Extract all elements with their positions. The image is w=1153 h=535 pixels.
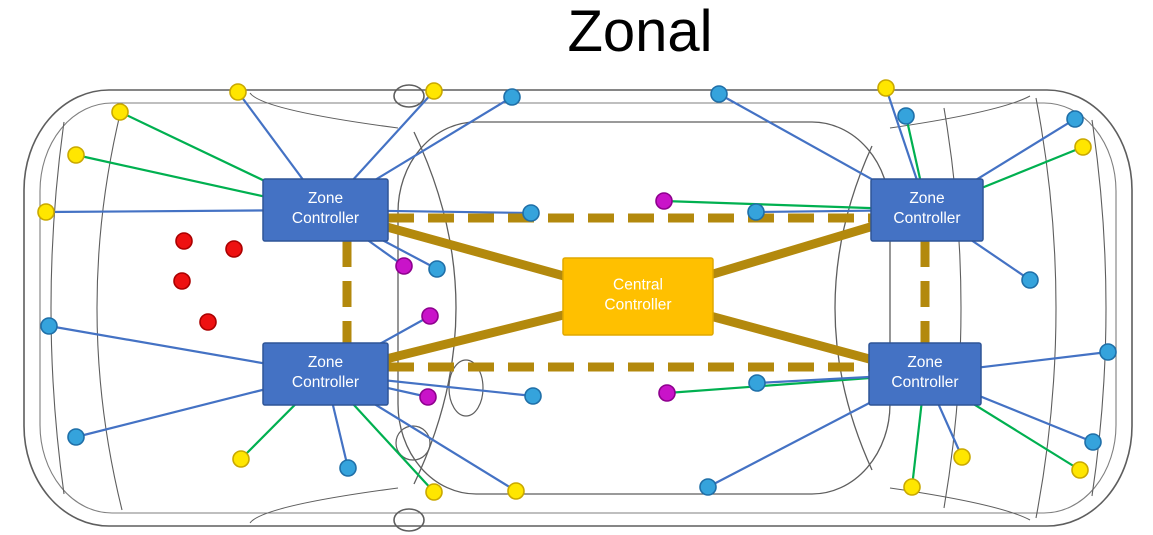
sensor-dot-yellow bbox=[953, 448, 971, 466]
sensor-dot-blue bbox=[1066, 110, 1084, 128]
zone-controller-box bbox=[868, 342, 982, 406]
left-mirror-icon bbox=[393, 84, 425, 108]
sensor-dot-yellow bbox=[229, 83, 247, 101]
figure-title: Zonal bbox=[567, 0, 713, 64]
sensor-dot-yellow bbox=[903, 478, 921, 496]
sensor-dot-red bbox=[173, 272, 191, 290]
zone-controller-box bbox=[262, 342, 389, 406]
sensor-dot-yellow bbox=[507, 482, 525, 500]
sensor-dot-red bbox=[175, 232, 193, 250]
sensor-dot-magenta bbox=[658, 384, 676, 402]
sensor-dot-magenta bbox=[655, 192, 673, 210]
sensor-dot-yellow bbox=[1071, 461, 1089, 479]
sensor-dot-blue bbox=[40, 317, 58, 335]
sensor-dot-red bbox=[225, 240, 243, 258]
sensor-dot-yellow bbox=[232, 450, 250, 468]
sensor-dot-blue bbox=[1099, 343, 1117, 361]
sensor-dot-blue bbox=[1084, 433, 1102, 451]
sensor-dot-blue bbox=[897, 107, 915, 125]
sensor-dot-blue bbox=[339, 459, 357, 477]
sensor-dot-blue bbox=[710, 85, 728, 103]
sensor-dot-yellow bbox=[425, 483, 443, 501]
sensor-dot-magenta bbox=[421, 307, 439, 325]
car-outline bbox=[23, 84, 1133, 532]
sensor-dot-blue bbox=[428, 260, 446, 278]
sensor-dot-yellow bbox=[67, 146, 85, 164]
steering-wheel-icon bbox=[395, 425, 431, 461]
sensor-dot-blue bbox=[747, 203, 765, 221]
sensor-dot-blue bbox=[1021, 271, 1039, 289]
zone-controller-box bbox=[870, 178, 984, 242]
sensor-dot-blue bbox=[524, 387, 542, 405]
backbone-ring-dashed bbox=[342, 213, 930, 372]
sensor-dot-magenta bbox=[395, 257, 413, 275]
sensor-dot-yellow bbox=[877, 79, 895, 97]
central-controller-box bbox=[562, 257, 714, 336]
sensor-dot-blue bbox=[699, 478, 717, 496]
sensor-dot-yellow bbox=[1074, 138, 1092, 156]
sensor-dot-blue bbox=[503, 88, 521, 106]
right-mirror-icon bbox=[393, 508, 425, 532]
sensor-dot-red bbox=[199, 313, 217, 331]
sensor-dot-magenta bbox=[419, 388, 437, 406]
sensor-dot-blue bbox=[67, 428, 85, 446]
sensor-dot-blue bbox=[748, 374, 766, 392]
zone-controller-box bbox=[262, 178, 389, 242]
sensor-dot-yellow bbox=[111, 103, 129, 121]
sensor-dot-blue bbox=[522, 204, 540, 222]
sensor-dot-yellow bbox=[425, 82, 443, 100]
sensor-dot-yellow bbox=[37, 203, 55, 221]
sensor-dots bbox=[37, 79, 1117, 501]
